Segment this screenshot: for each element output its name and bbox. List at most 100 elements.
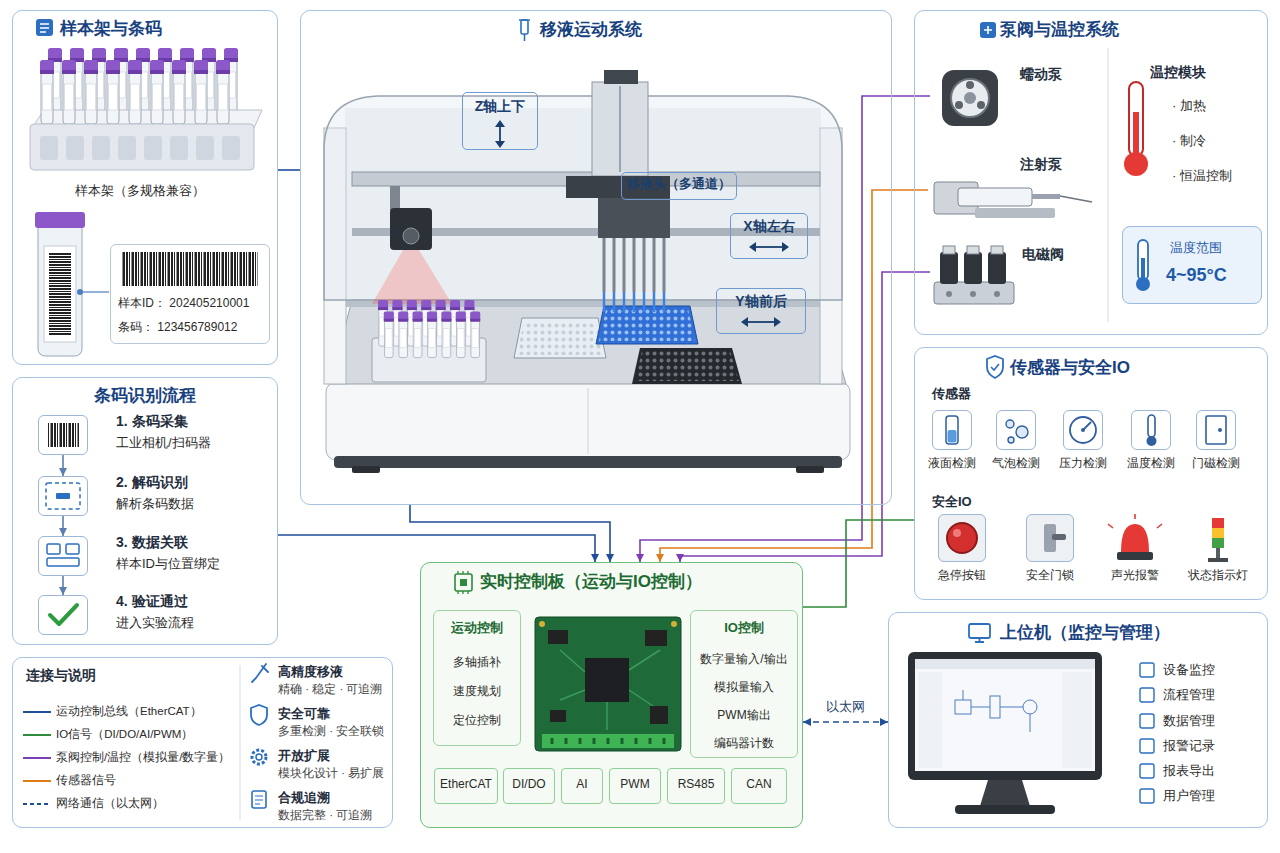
pipetting-machine bbox=[324, 70, 850, 473]
feature-title: 合规追溯 bbox=[278, 790, 330, 806]
menu-item: 数据管理 bbox=[1163, 713, 1215, 729]
step-text: 解析条码数据 bbox=[116, 496, 194, 512]
sensor-icon-box: 气泡检测 bbox=[996, 410, 1036, 450]
feature-text: 数据完整 · 可追溯 bbox=[278, 808, 372, 822]
barcode-tube bbox=[35, 212, 258, 356]
section-title: 温控模块 bbox=[1150, 64, 1206, 82]
range-value: 4~95°C bbox=[1166, 264, 1227, 287]
bullet-text: · 加热 bbox=[1172, 98, 1206, 114]
box-title: IO控制 bbox=[691, 620, 797, 636]
callout-text: 移液头（多通道） bbox=[622, 177, 736, 193]
sensor-name: 液面检测 bbox=[920, 456, 984, 471]
connector-line bbox=[640, 96, 930, 562]
panel-title: 条码识别流程 bbox=[13, 385, 277, 406]
sensor-icon-box: 液面检测 bbox=[932, 410, 972, 450]
step-title: 1. 条码采集 bbox=[116, 413, 188, 431]
connector bbox=[803, 520, 914, 607]
connector-line bbox=[803, 721, 888, 723]
sensor-icons bbox=[938, 415, 1228, 562]
safety-device: 声光报警 bbox=[1111, 514, 1159, 562]
callout-text: Y轴前后 bbox=[717, 293, 805, 311]
item-text: 速度规划 bbox=[434, 684, 520, 699]
sensor-icon-box: 温度检测 bbox=[1131, 410, 1171, 450]
feature-title: 开放扩展 bbox=[278, 748, 330, 764]
arrowhead bbox=[59, 587, 67, 595]
device-name: 急停按钮 bbox=[927, 568, 997, 583]
connector bbox=[410, 505, 614, 562]
connector-line bbox=[62, 576, 64, 595]
feature-text: 模块化设计 · 易扩展 bbox=[278, 766, 384, 780]
panel: 样本架与条码样本架（多规格兼容） 样本ID： 202405210001 条码： 12… bbox=[12, 10, 278, 365]
function-box: IO控制数字量输入/输出模拟量输入PWM输出编码器计数 bbox=[690, 610, 798, 758]
item-text: 编码器计数 bbox=[691, 736, 797, 751]
panel-title: 实时控制板（运动与IO控制） bbox=[480, 571, 702, 592]
interface-box: DI/DO bbox=[503, 768, 555, 804]
axis-callout: Y轴前后 bbox=[716, 288, 806, 334]
interface-name: DI/DO bbox=[504, 777, 554, 792]
interface-name: CAN bbox=[732, 777, 786, 792]
sample-id: 样本ID： 202405210001 bbox=[118, 296, 249, 311]
pump-unit: 蠕动泵 bbox=[930, 60, 1065, 140]
connector bbox=[59, 516, 67, 536]
interface-box: CAN bbox=[731, 768, 787, 804]
connector bbox=[59, 455, 67, 476]
section-title: 传感器 bbox=[932, 386, 971, 402]
menu-item: 设备监控 bbox=[1163, 662, 1215, 678]
menu-item: 流程管理 bbox=[1163, 687, 1215, 703]
control-pcb bbox=[535, 617, 681, 751]
sensor-name: 气泡检测 bbox=[984, 456, 1048, 471]
caption: 样本架（多规格兼容） bbox=[40, 183, 240, 199]
panel: 传感器与安全IO传感器安全IO液面检测气泡检测压力检测温度检测门磁检测急停按钮安… bbox=[914, 347, 1268, 600]
interface-name: PWM bbox=[610, 777, 660, 792]
box-title: 运动控制 bbox=[434, 620, 520, 636]
item-text: 数字量输入/输出 bbox=[691, 652, 797, 667]
arrowhead bbox=[636, 554, 644, 562]
step-text: 工业相机/扫码器 bbox=[116, 435, 211, 451]
item-text: 多轴插补 bbox=[434, 655, 520, 670]
pumps-valves bbox=[934, 48, 1150, 322]
feature-text: 精确 · 稳定 · 可追溯 bbox=[278, 682, 382, 696]
panel-title: 传感器与安全IO bbox=[1010, 357, 1130, 378]
part-name: 蠕动泵 bbox=[1020, 66, 1062, 84]
step-icon-box: 4. 验证通过进入实验流程 bbox=[38, 595, 88, 635]
device-name: 状态指示灯 bbox=[1183, 568, 1253, 583]
callout-text: Z轴上下 bbox=[463, 98, 537, 116]
feature-title: 安全可靠 bbox=[278, 706, 330, 722]
device-name: 安全门锁 bbox=[1015, 568, 1085, 583]
sensor-name: 门磁检测 bbox=[1184, 456, 1248, 471]
connector bbox=[278, 170, 300, 171]
connector bbox=[803, 718, 888, 726]
arrowhead bbox=[59, 528, 67, 536]
panel: 泵阀与温控系统温控模块· 加热· 制冷· 恒温控制蠕动泵注射泵电磁阀温度范围4~… bbox=[914, 10, 1268, 335]
menu-item: 报警记录 bbox=[1163, 738, 1215, 754]
legend-text: 网络通信（以太网） bbox=[56, 796, 164, 810]
step-icon-box: 3. 数据关联样本ID与位置绑定 bbox=[38, 536, 88, 576]
connector bbox=[278, 535, 599, 562]
interface-name: RS485 bbox=[668, 777, 724, 792]
interface-name: AI bbox=[562, 777, 602, 792]
bullet-text: · 恒温控制 bbox=[1172, 168, 1232, 184]
item-text: PWM输出 bbox=[691, 708, 797, 723]
arrowhead bbox=[591, 554, 599, 562]
pump-unit: 注射泵 bbox=[928, 152, 1098, 228]
panel: 移液运动系统Z轴上下移液头（多通道）X轴左右Y轴前后 bbox=[300, 10, 892, 505]
sensor-name: 温度检测 bbox=[1119, 456, 1183, 471]
panel-title: 连接与说明 bbox=[26, 667, 96, 685]
interface-name: EtherCAT bbox=[435, 777, 497, 792]
feature-icons bbox=[240, 664, 268, 820]
range-box: 温度范围4~95°C bbox=[1122, 226, 1262, 304]
arrowhead bbox=[676, 554, 684, 562]
safety-device: 安全门锁 bbox=[1026, 514, 1074, 562]
barcode-number: 条码： 123456789012 bbox=[118, 320, 237, 335]
step-title: 4. 验证通过 bbox=[116, 593, 188, 611]
legend-text: 泵阀控制/温控（模拟量/数字量） bbox=[56, 750, 230, 764]
panel-title: 样本架与条码 bbox=[60, 18, 162, 39]
panel-title: 上位机（监控与管理） bbox=[1000, 622, 1170, 643]
sensor-icon-box: 压力检测 bbox=[1063, 410, 1103, 450]
panel-fills bbox=[110, 92, 1262, 828]
safety-device: 急停按钮 bbox=[938, 514, 986, 562]
arrowhead bbox=[880, 718, 888, 726]
arrowhead bbox=[606, 554, 614, 562]
panel: 条码识别流程1. 条码采集工业相机/扫码器2. 解码识别解析条码数据3. 数据关… bbox=[12, 377, 278, 645]
